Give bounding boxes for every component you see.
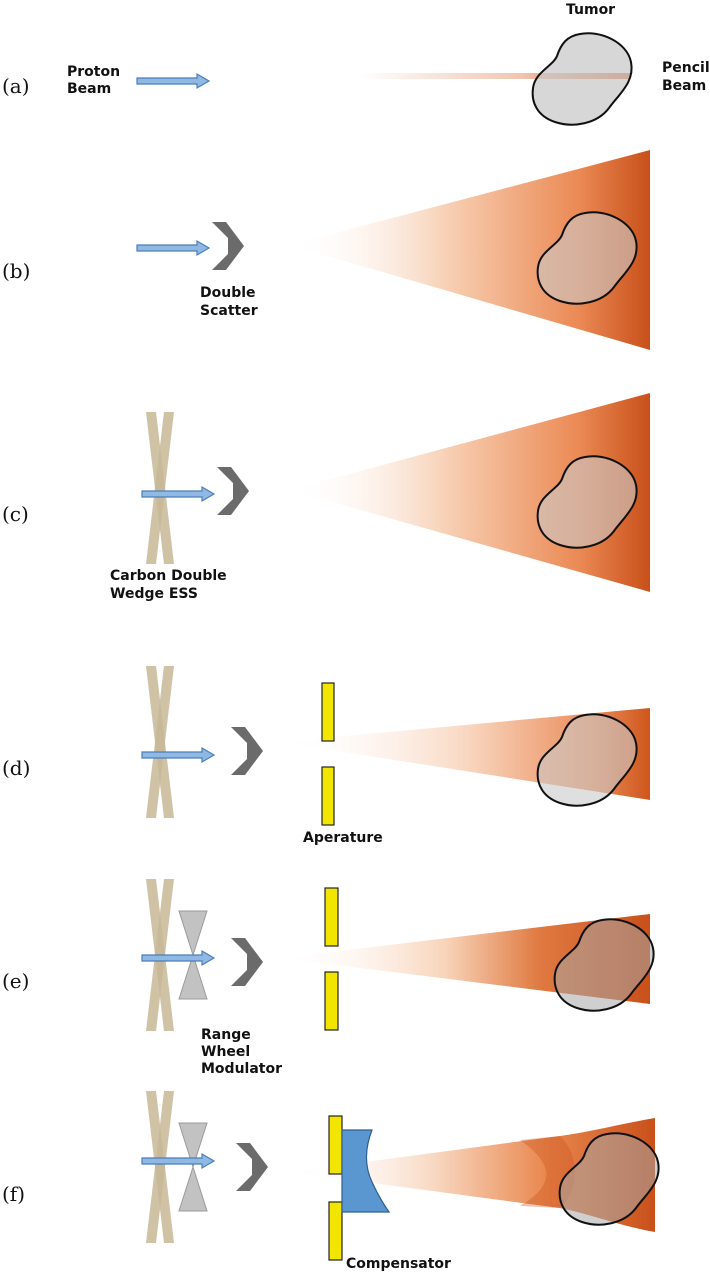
double-scatter-icon <box>217 467 249 515</box>
panel-b: (b) Double Scatter <box>2 150 650 350</box>
range-wheel-modulator-label-line3: Modulator <box>201 1061 282 1077</box>
beam-arrow-icon <box>141 950 215 966</box>
double-scatter-icon <box>236 1143 268 1191</box>
range-wheel-modulator-label-line2: Wheel <box>201 1044 250 1060</box>
panel-label: (a) <box>2 74 30 98</box>
carbon-double-wedge-label-line1: Carbon Double <box>110 568 227 584</box>
beam-arrow-icon <box>136 240 210 256</box>
proton-beam-label-line1: Proton <box>67 64 120 80</box>
aperture-lower-block <box>328 1201 343 1261</box>
double-scatter-icon <box>231 938 263 986</box>
panel-d: (d) Aperature <box>2 666 650 846</box>
beam-arrow-icon <box>141 747 215 763</box>
beam-arrow-icon <box>136 73 210 89</box>
tumor-label: Tumor <box>566 2 615 18</box>
panel-label: (c) <box>2 502 29 526</box>
panel-label: (b) <box>2 259 30 283</box>
tumor-icon <box>531 32 633 126</box>
aperture-label: Aperature <box>303 830 383 846</box>
compensator-icon <box>341 1129 391 1213</box>
pencil-beam-label-line2: Beam <box>662 78 706 94</box>
panel-label: (d) <box>2 756 30 780</box>
carbon-double-wedge-icon <box>146 412 174 564</box>
double-scatter-label-line1: Double <box>200 285 256 301</box>
carbon-double-wedge-icon <box>146 1091 174 1243</box>
panel-label: (e) <box>2 969 29 993</box>
aperture-upper-block <box>324 887 339 947</box>
panel-label: (f) <box>2 1182 25 1206</box>
double-scatter-icon <box>212 222 244 270</box>
beam-arrow-icon <box>141 1153 215 1169</box>
aperture-upper-block <box>328 1115 343 1175</box>
double-scatter-icon <box>231 727 263 775</box>
compensator-label: Compensator <box>346 1256 451 1272</box>
pencil-beam-label-line1: Pencil <box>662 60 710 76</box>
carbon-double-wedge-icon <box>146 666 174 818</box>
double-scatter-label-line2: Scatter <box>200 303 258 319</box>
panel-c: (c) Carbon Double Wedge ESS <box>2 393 650 602</box>
pencil-beam-line <box>360 73 630 79</box>
aperture-upper-block <box>321 682 335 742</box>
carbon-double-wedge-label-line2: Wedge ESS <box>110 586 198 602</box>
panel-a: (a) Proton Beam Tumor Pencil Beam <box>2 2 710 126</box>
panel-e: (e) Range Wheel Modulator <box>2 879 655 1077</box>
panel-f: (f) Compensator <box>2 1091 660 1272</box>
proton-beam-label-line2: Beam <box>67 81 111 97</box>
aperture-lower-block <box>324 971 339 1031</box>
beam-arrow-icon <box>141 486 215 502</box>
range-wheel-modulator-label-line1: Range <box>201 1027 251 1043</box>
aperture-lower-block <box>321 766 335 826</box>
